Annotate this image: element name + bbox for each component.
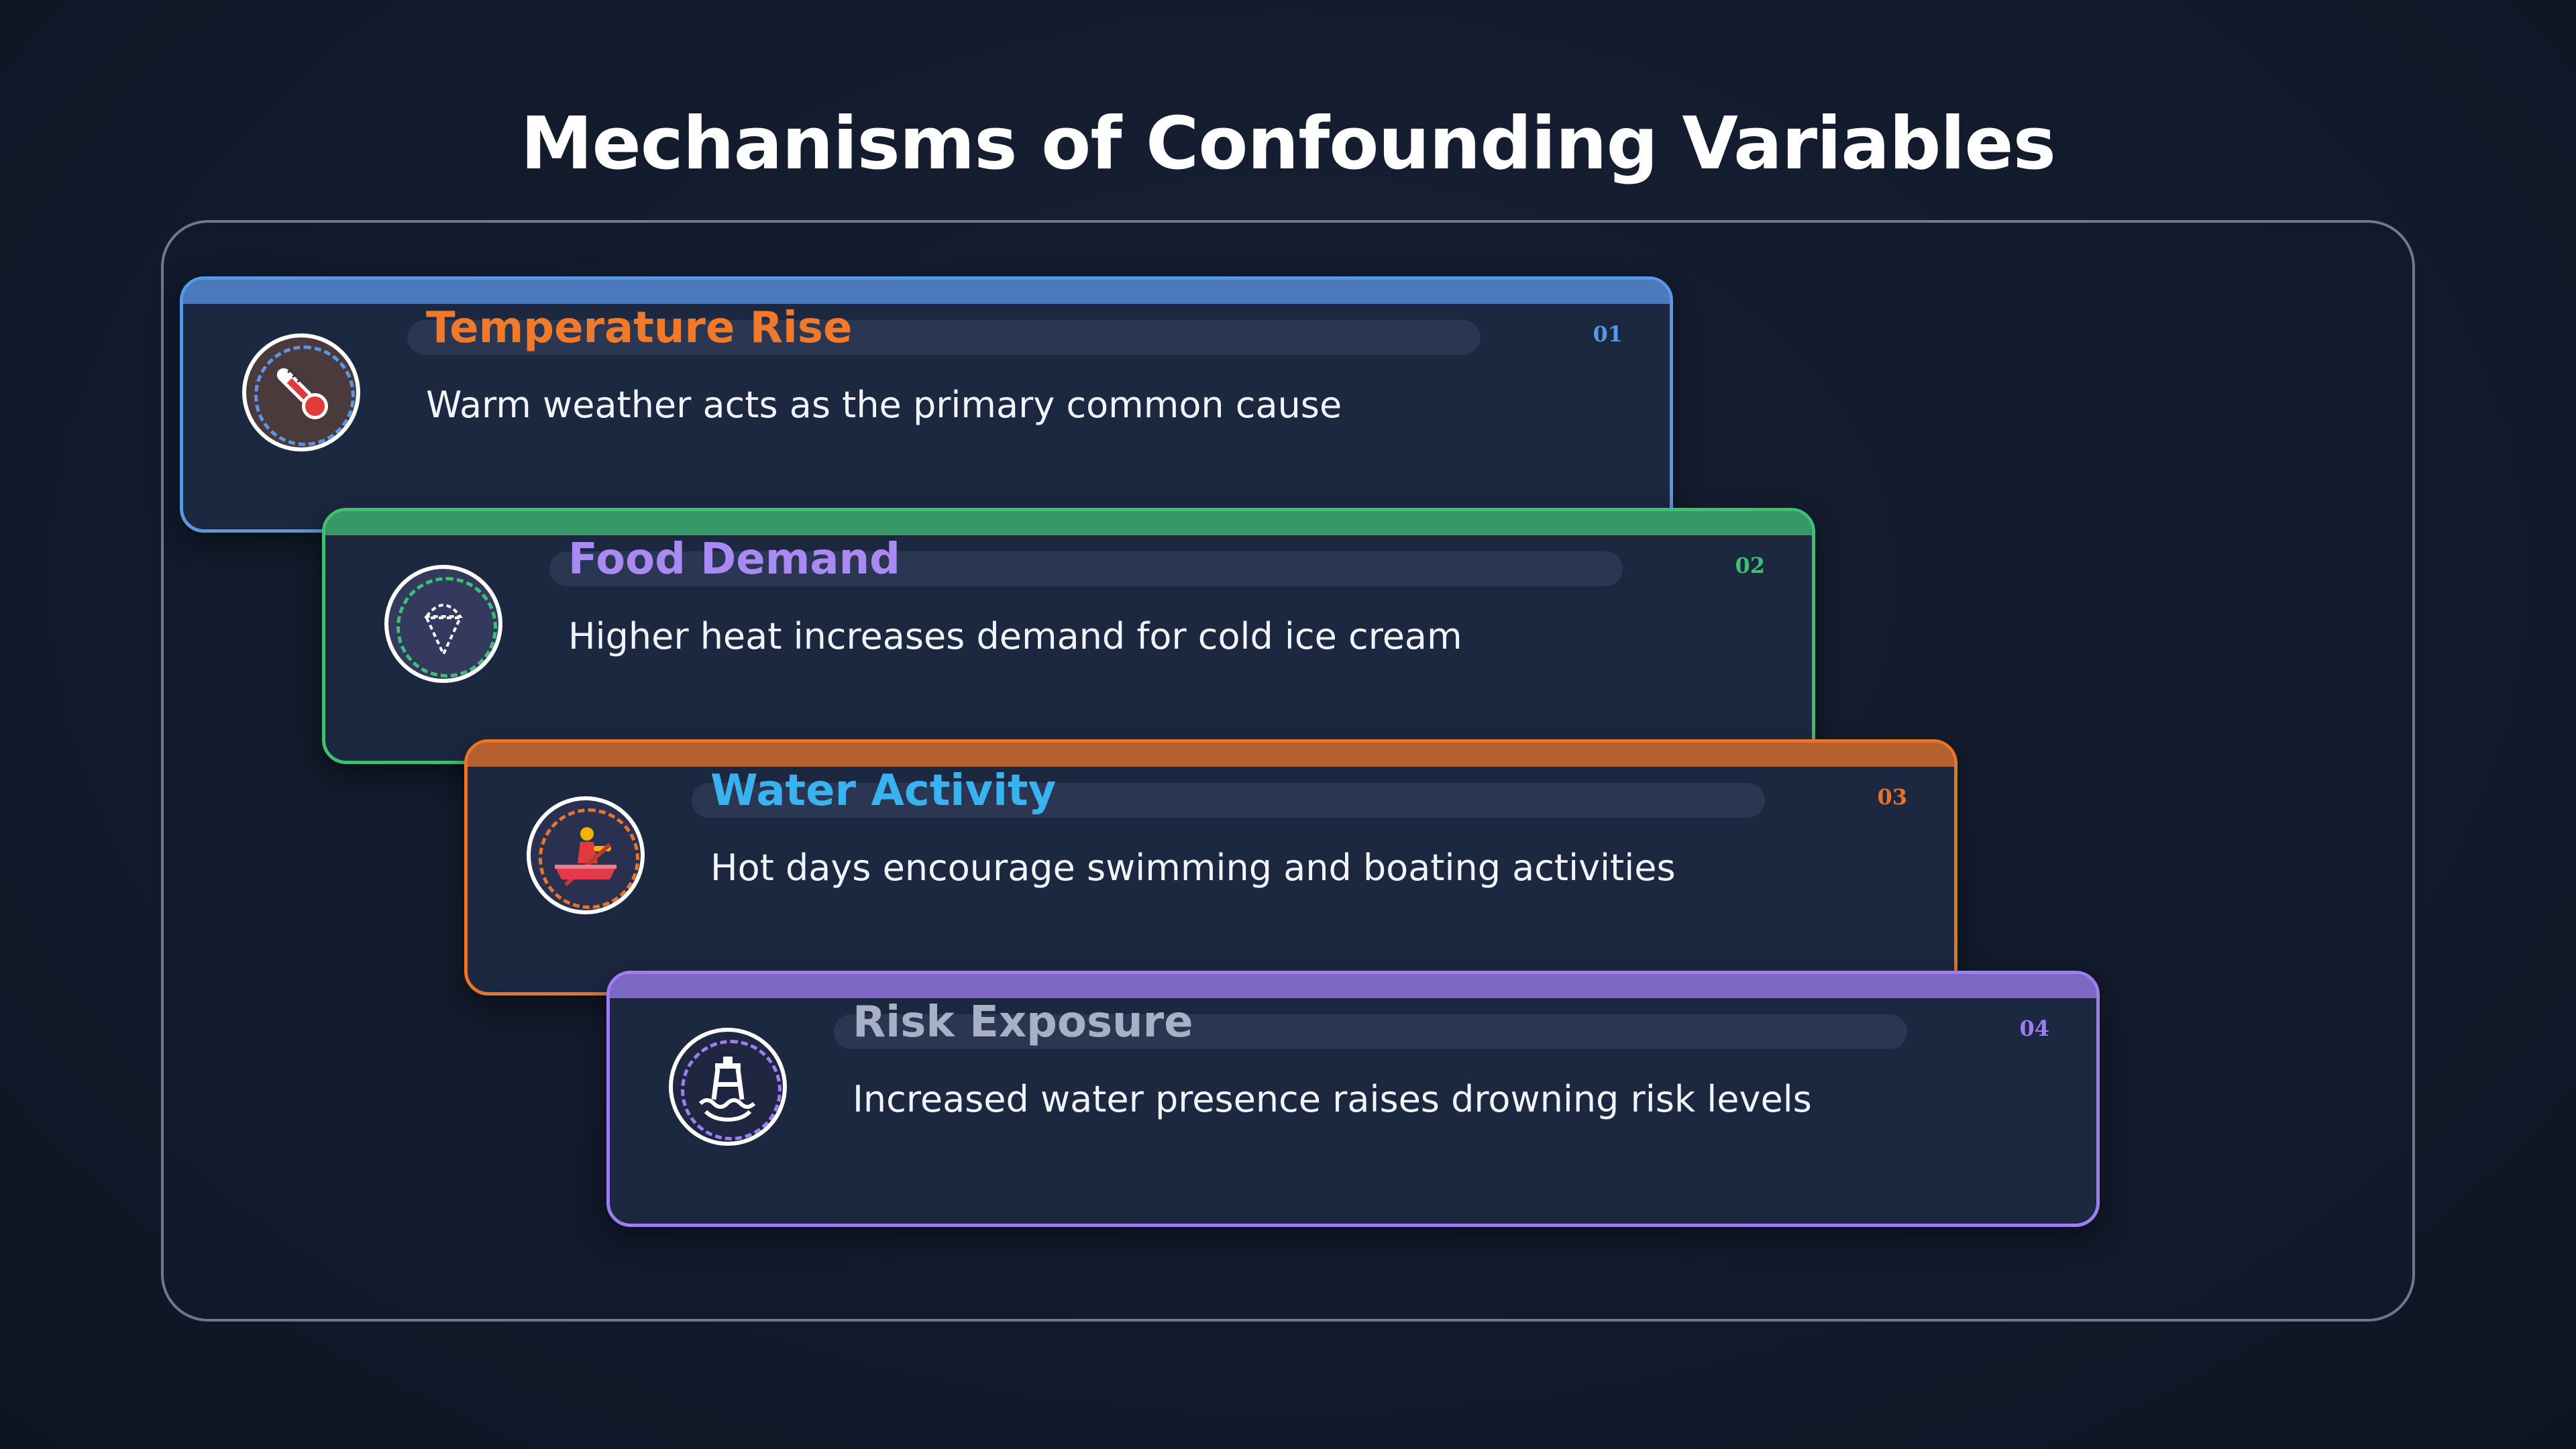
card-description: Increased water presence raises drowning… xyxy=(853,1078,1812,1120)
card-accent-bar xyxy=(468,743,1954,767)
card-title: Food Demand xyxy=(568,535,900,584)
card-title-track xyxy=(549,551,1623,586)
card-number: 02 xyxy=(1735,553,1765,578)
card-accent-bar xyxy=(183,280,1670,304)
card-description: Higher heat increases demand for cold ic… xyxy=(568,615,1462,657)
card-title: Risk Exposure xyxy=(853,998,1193,1047)
card-number: 01 xyxy=(1593,321,1623,347)
card-title-track xyxy=(407,320,1481,355)
card-number: 03 xyxy=(1877,784,1907,810)
lifeguard-tower-icon xyxy=(669,1028,787,1146)
card-temperature-rise: Temperature Rise 01 Warm weather acts as… xyxy=(180,276,1673,533)
page-title: Mechanisms of Confounding Variables xyxy=(521,102,2056,186)
ice-cream-icon xyxy=(384,565,502,683)
card-title: Temperature Rise xyxy=(426,303,853,353)
card-title-track xyxy=(692,783,1765,818)
card-description: Warm weather acts as the primary common … xyxy=(426,384,1342,426)
card-water-activity: Water Activity 03 Hot days encourage swi… xyxy=(464,739,1957,996)
card-title: Water Activity xyxy=(710,766,1057,816)
card-accent-bar xyxy=(325,511,1812,535)
card-risk-exposure: Risk Exposure 04 Increased water presenc… xyxy=(606,971,2100,1227)
card-description: Hot days encourage swimming and boating … xyxy=(710,847,1676,889)
card-accent-bar xyxy=(610,974,2096,998)
card-food-demand: Food Demand 02 Higher heat increases dem… xyxy=(322,508,1815,764)
rowing-boat-icon xyxy=(527,796,645,914)
card-title-track xyxy=(834,1014,1907,1049)
card-number: 04 xyxy=(2019,1016,2049,1041)
thermometer-icon xyxy=(242,333,360,451)
